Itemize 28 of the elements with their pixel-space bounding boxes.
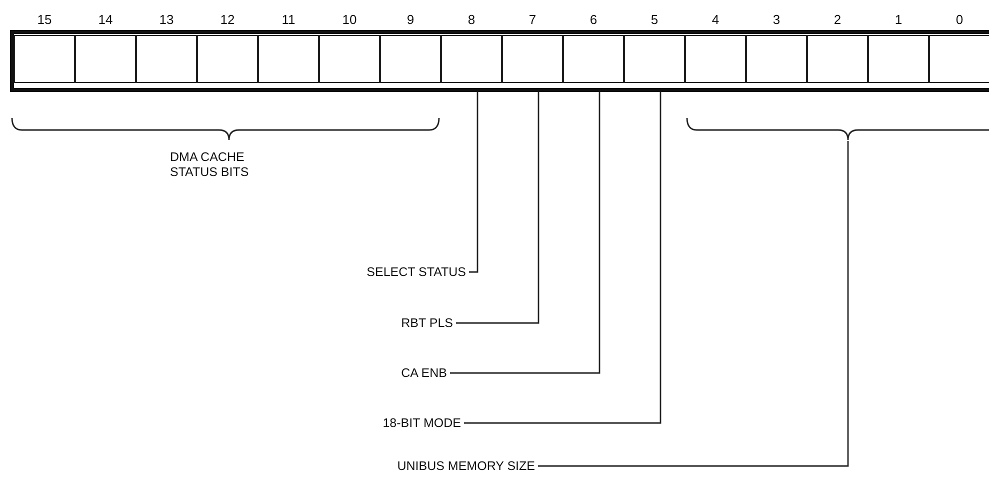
leader-line [538, 141, 849, 467]
leader-line [450, 92, 600, 374]
leader-line [469, 92, 478, 273]
leader-line [456, 92, 540, 324]
bit-number: 6 [588, 12, 598, 28]
bit-number: 7 [528, 12, 538, 28]
bit-number: 15 [36, 12, 53, 28]
group-label: DMA CACHE STATUS BITS [170, 150, 250, 180]
bit-number: 5 [650, 12, 660, 28]
field-label: 18-BIT MODE [382, 415, 461, 431]
bit-number: 9 [406, 12, 416, 28]
bit-number: 3 [772, 12, 782, 28]
field-label: SELECT STATUS [366, 264, 466, 280]
bracket [686, 118, 989, 141]
bit-number: 8 [466, 12, 476, 28]
field-label: RBT PLS [401, 315, 453, 331]
leader-line [464, 92, 662, 424]
bit-number: 1 [894, 12, 904, 28]
bit-number: 14 [97, 12, 114, 28]
field-label: UNIBUS MEMORY SIZE [397, 458, 535, 474]
field-label: CA ENB [401, 365, 447, 381]
bit-number: 0 [954, 12, 964, 28]
bit-number: 4 [710, 12, 720, 28]
bit-number: 12 [219, 12, 236, 28]
bit-number: 13 [158, 12, 175, 28]
bit-number: 10 [341, 12, 358, 28]
bit-number: 2 [832, 12, 842, 28]
bit-number: 11 [280, 12, 296, 28]
